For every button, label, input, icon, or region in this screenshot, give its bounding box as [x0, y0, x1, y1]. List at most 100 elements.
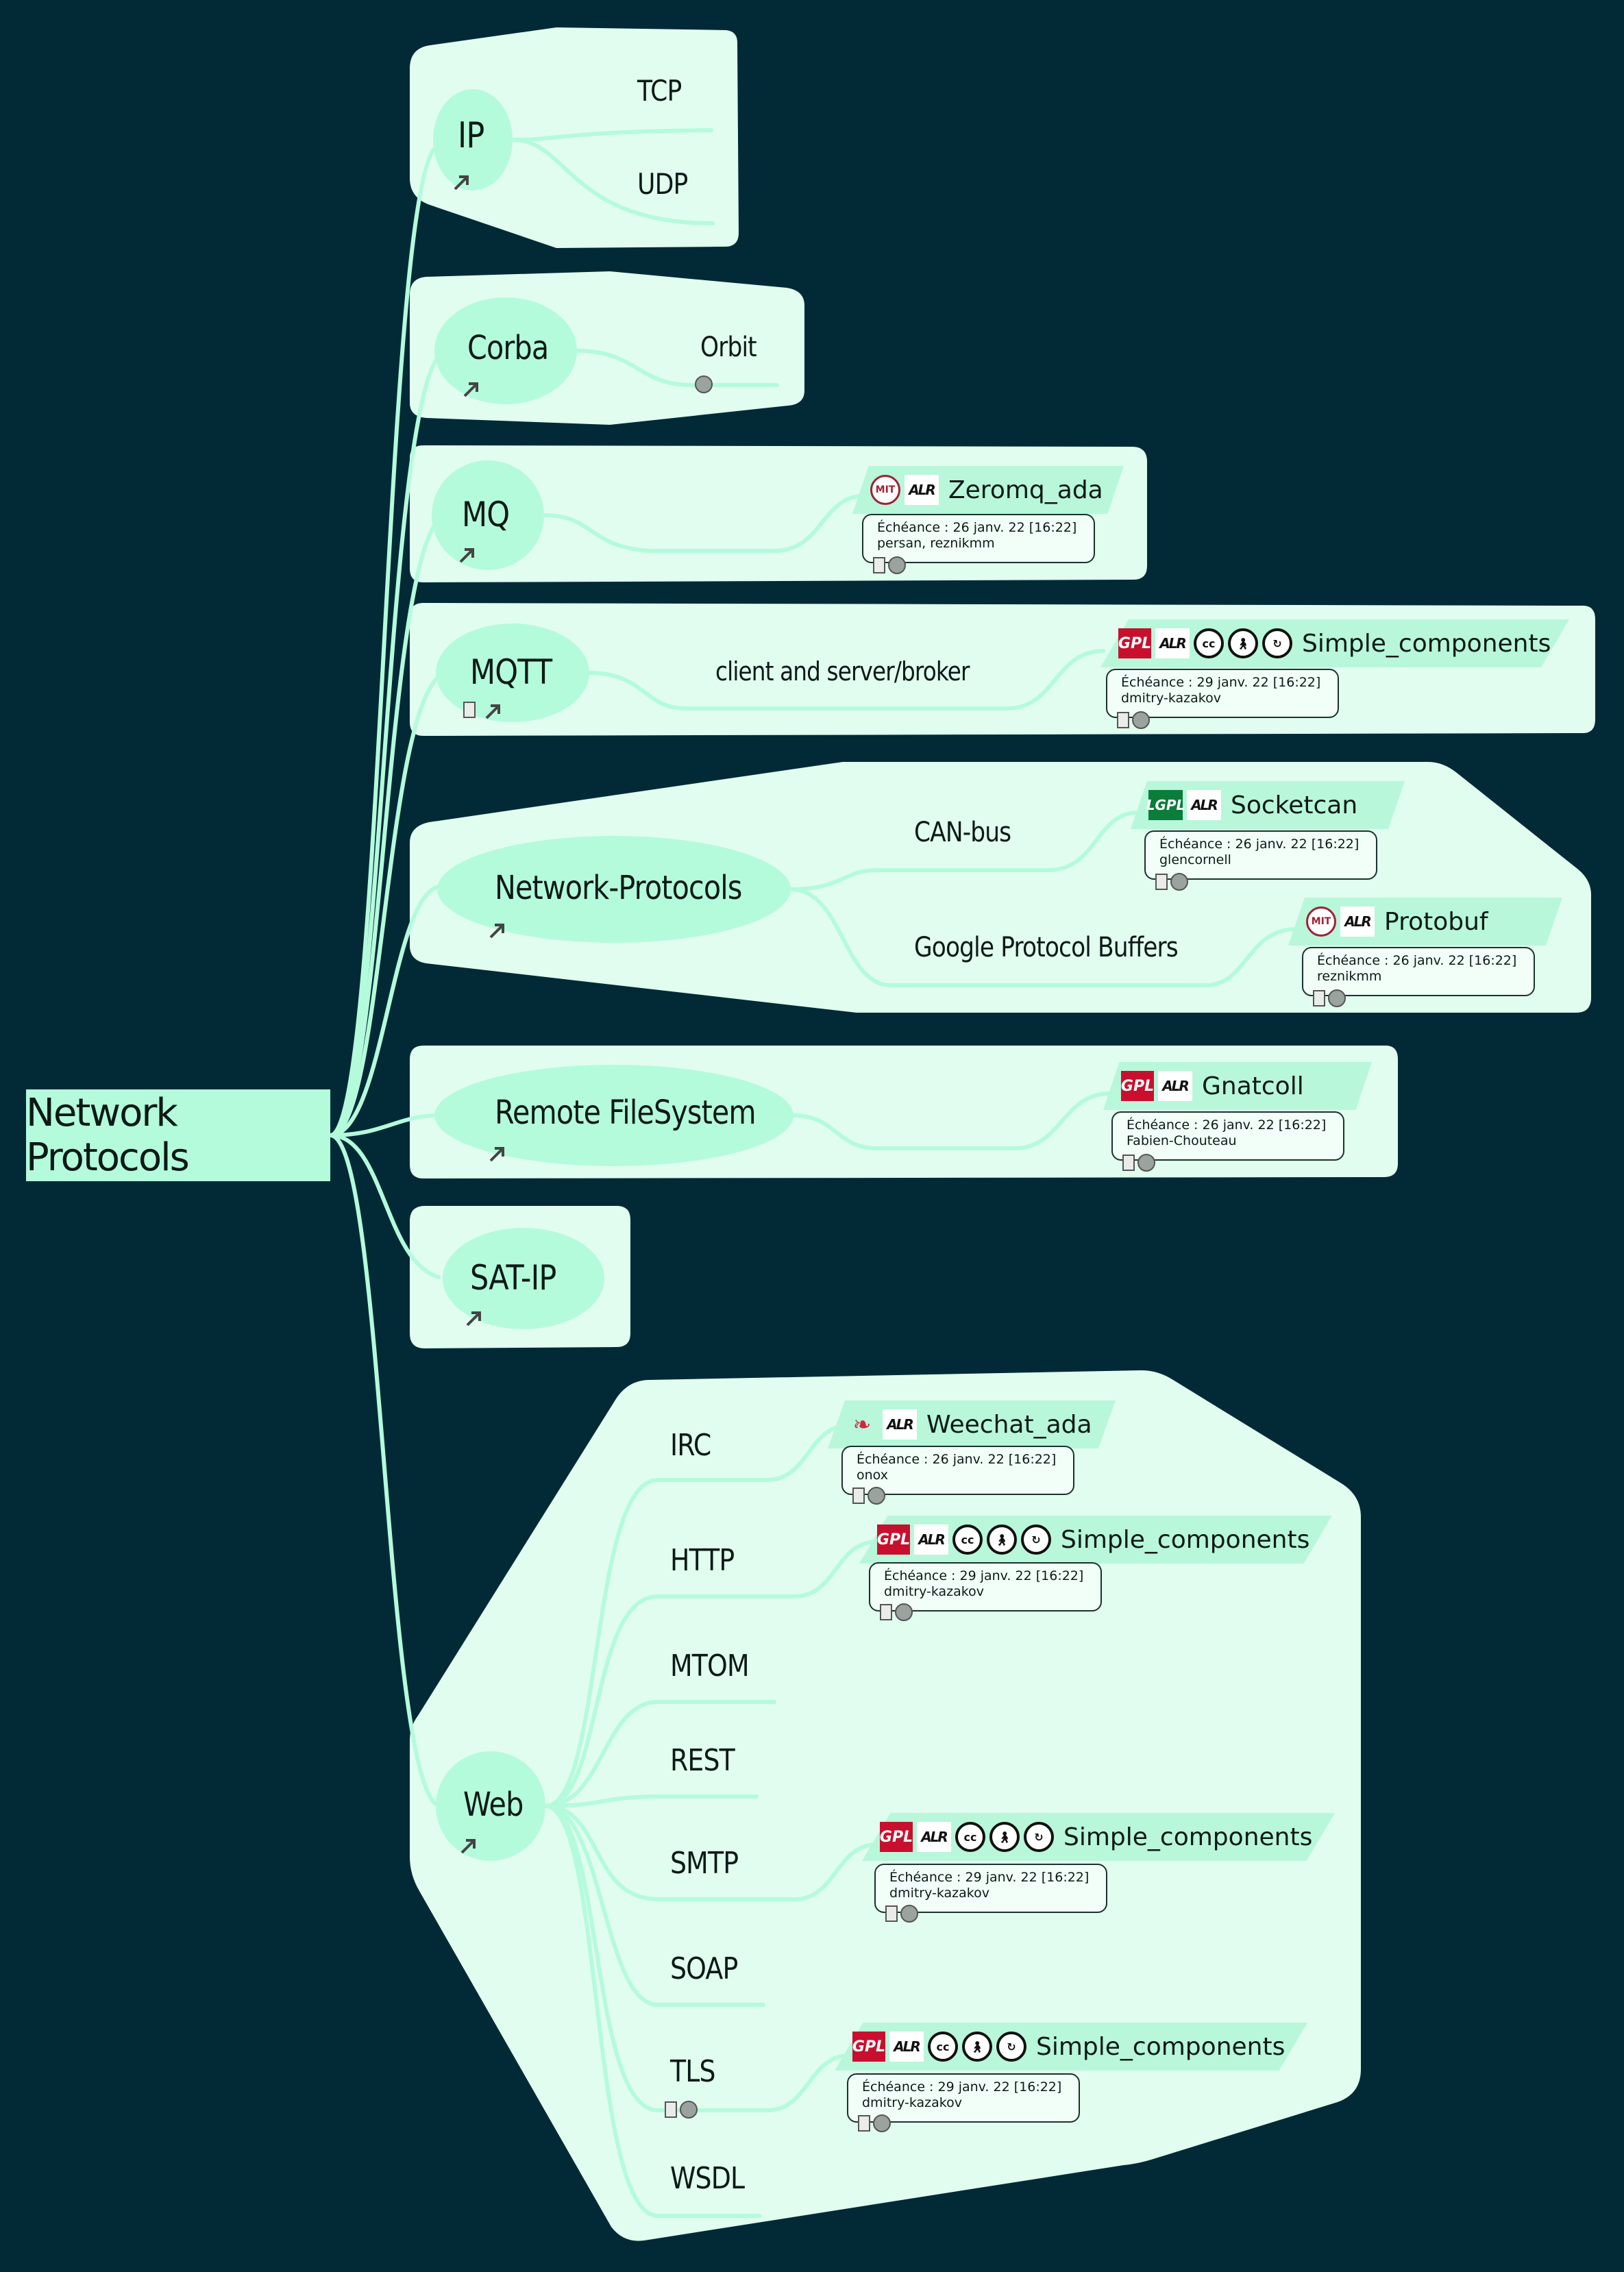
crate-tag-weechat[interactable]: ❧ ALR Weechat_ada: [828, 1400, 1116, 1448]
document-icon[interactable]: [873, 557, 885, 573]
child-client-server-broker[interactable]: client and server/broker: [715, 656, 970, 687]
cc-sa-icon: ↻: [1024, 1822, 1054, 1852]
node-web: [436, 1751, 545, 1861]
external-arrow-icon[interactable]: [462, 378, 482, 399]
crate-tag-gnatcoll[interactable]: GPL ALR Gnatcoll: [1103, 1062, 1372, 1110]
link-icon[interactable]: [888, 556, 906, 574]
link-icon[interactable]: [1328, 989, 1346, 1007]
cc-icon: cc: [1194, 628, 1224, 658]
alr-icon: ALR: [1340, 906, 1375, 937]
crate-tag-simple-components-http[interactable]: GPL ALR cc 🚶︎ ↻ Simple_components: [859, 1516, 1332, 1564]
crate-name: Zeromq_ada: [948, 476, 1103, 504]
child-tcp[interactable]: TCP: [637, 74, 682, 108]
gpl-license-icon: GPL: [1121, 1071, 1154, 1101]
document-icon[interactable]: [463, 702, 476, 718]
child-soap[interactable]: SOAP: [670, 1951, 738, 1986]
child-smtp[interactable]: SMTP: [670, 1846, 739, 1881]
child-google-protocol-buffers[interactable]: Google Protocol Buffers: [914, 932, 1179, 963]
maintainers: reznikmm: [1317, 969, 1382, 984]
child-tls[interactable]: TLS: [670, 2054, 716, 2089]
due-date: Échéance : 26 janv. 22 [16:22]: [877, 520, 1077, 535]
cc-icon: cc: [955, 1822, 985, 1852]
mit-license-icon: MIT: [1306, 906, 1336, 937]
due-date: Échéance : 29 janv. 22 [16:22]: [862, 2079, 1062, 2095]
cc-by-icon: 🚶︎: [1228, 628, 1258, 658]
alr-icon: ALR: [883, 1409, 917, 1440]
child-wsdl[interactable]: WSDL: [670, 2161, 745, 2196]
link-icon[interactable]: [1132, 711, 1150, 729]
external-arrow-icon[interactable]: [488, 919, 508, 940]
document-icon[interactable]: [1155, 874, 1168, 890]
link-icon[interactable]: [868, 1487, 885, 1505]
maintainers: dmitry-kazakov: [862, 2095, 962, 2110]
group-label-remote-filesystem[interactable]: Remote FileSystem: [495, 1094, 756, 1132]
crate-icons: [873, 556, 906, 574]
document-icon[interactable]: [880, 1604, 892, 1620]
group-label-corba[interactable]: Corba: [467, 329, 549, 367]
child-can-bus[interactable]: CAN-bus: [914, 817, 1011, 848]
crate-tag-simple-components-mqtt[interactable]: GPL ALR cc 🚶︎ ↻ Simple_components: [1100, 619, 1569, 667]
child-irc[interactable]: IRC: [670, 1428, 711, 1463]
due-date: Échéance : 26 janv. 22 [16:22]: [857, 1452, 1057, 1467]
child-rest[interactable]: REST: [670, 1743, 735, 1778]
maintainers: onox: [857, 1468, 888, 1483]
group-nodes: [432, 89, 793, 1861]
document-icon[interactable]: [1313, 990, 1325, 1007]
node-remote-filesystem: [434, 1065, 793, 1166]
link-icon[interactable]: [900, 1905, 918, 1923]
crate-tag-zeromq[interactable]: MIT ALR Zeromq_ada: [852, 466, 1124, 514]
child-mtom[interactable]: MTOM: [670, 1649, 750, 1683]
link-icon[interactable]: [873, 2114, 891, 2132]
external-arrow-icon[interactable]: [458, 544, 478, 565]
document-icon[interactable]: [665, 2101, 677, 2118]
external-arrow-icon[interactable]: [465, 1307, 485, 1328]
crate-tag-protobuf[interactable]: MIT ALR Protobuf: [1288, 898, 1562, 946]
document-icon[interactable]: [1117, 712, 1129, 728]
group-label-mq[interactable]: MQ: [462, 495, 510, 534]
document-icon[interactable]: [885, 1905, 898, 1922]
link-icon[interactable]: [1137, 1154, 1155, 1172]
group-label-sat-ip[interactable]: SAT-IP: [470, 1258, 556, 1298]
external-arrow-icon[interactable]: [452, 171, 473, 192]
alr-icon: ALR: [1155, 628, 1190, 658]
child-edges: [510, 128, 1299, 2218]
cc-sa-icon: ↻: [996, 2032, 1026, 2062]
orbit-icons: [695, 375, 713, 393]
link-icon[interactable]: [680, 2101, 698, 2119]
due-date: Échéance : 26 janv. 22 [16:22]: [1159, 837, 1360, 852]
link-icon[interactable]: [895, 1603, 913, 1621]
crate-card-socketcan: Échéance : 26 janv. 22 [16:22] glencorne…: [1144, 830, 1377, 880]
node-mqtt: [436, 623, 589, 722]
group-label-network-protocols[interactable]: Network-Protocols: [495, 869, 742, 907]
panel-ip: [410, 27, 739, 248]
group-label-web[interactable]: Web: [463, 1786, 524, 1824]
mit-license-icon: MIT: [870, 475, 900, 505]
alr-icon: ALR: [1158, 1071, 1192, 1101]
crate-tag-socketcan[interactable]: LGPL ALR Socketcan: [1131, 781, 1405, 829]
crate-icons: [880, 1603, 913, 1621]
gpl-license-icon: GPL: [1118, 628, 1151, 658]
child-udp[interactable]: UDP: [637, 167, 688, 201]
crate-icons: [852, 1487, 885, 1505]
node-ip: [433, 89, 513, 190]
document-icon[interactable]: [1122, 1154, 1135, 1171]
crate-tag-simple-components-smtp[interactable]: GPL ALR cc 🚶︎ ↻ Simple_components: [862, 1813, 1335, 1861]
document-icon[interactable]: [858, 2115, 870, 2132]
external-arrow-icon[interactable]: [484, 700, 504, 721]
link-icon[interactable]: [1170, 873, 1188, 891]
maintainers: dmitry-kazakov: [884, 1584, 984, 1599]
crate-card-simple-components-http: Échéance : 29 janv. 22 [16:22] dmitry-ka…: [869, 1562, 1102, 1612]
link-icon[interactable]: [695, 375, 713, 393]
child-http[interactable]: HTTP: [670, 1543, 735, 1578]
external-arrow-icon[interactable]: [488, 1143, 508, 1163]
child-orbit[interactable]: Orbit: [700, 332, 757, 363]
group-label-ip[interactable]: IP: [458, 115, 484, 156]
external-arrow-icon[interactable]: [459, 1835, 480, 1855]
crate-tag-simple-components-tls[interactable]: GPL ALR cc 🚶︎ ↻ Simple_components: [835, 2023, 1307, 2071]
document-icon[interactable]: [852, 1487, 865, 1504]
node-network-protocols: [437, 836, 791, 943]
root-node[interactable]: Network Protocols: [26, 1089, 330, 1181]
mqtt-icons: [463, 702, 476, 718]
group-label-mqtt[interactable]: MQTT: [470, 652, 552, 692]
